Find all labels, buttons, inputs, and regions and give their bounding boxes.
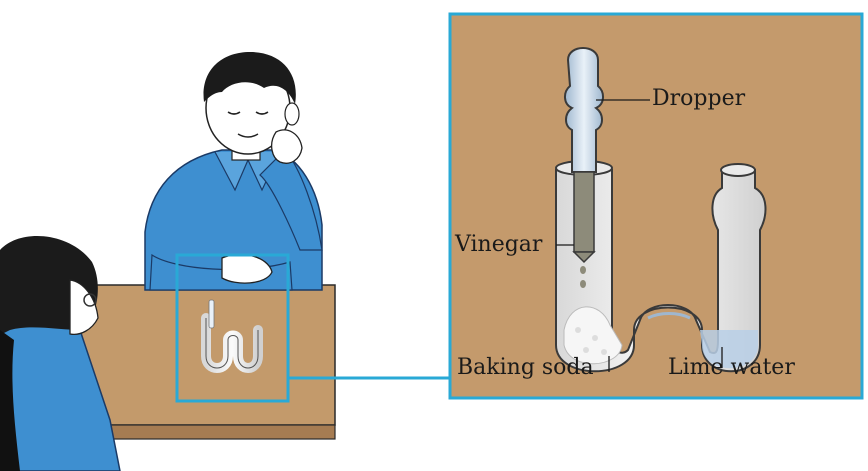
lime-water-label: Lime water <box>668 357 795 379</box>
vinegar-label: Vinegar <box>455 234 542 256</box>
dropper-label: Dropper <box>652 88 745 110</box>
zoom-panel <box>450 14 862 398</box>
baking-soda-label: Baking soda <box>457 357 594 379</box>
